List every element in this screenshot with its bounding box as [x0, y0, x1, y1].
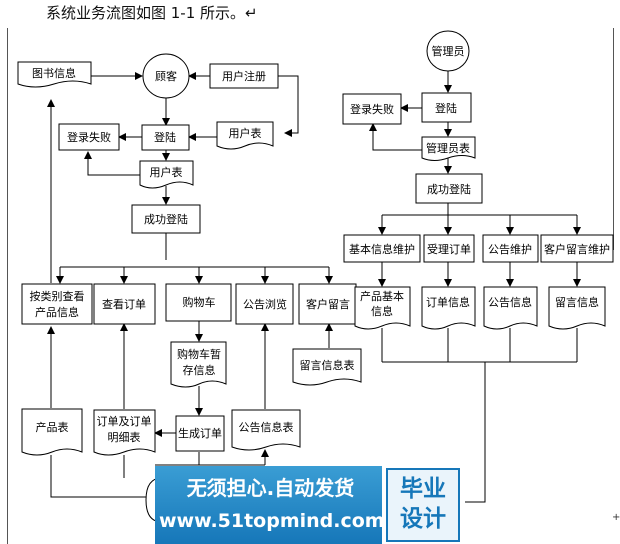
svg-text:订单及订单: 订单及订单: [97, 415, 152, 428]
box-notice-maintain: 公告维护: [482, 234, 539, 263]
svg-text:留言信息表: 留言信息表: [300, 358, 355, 372]
box-view-orders: 查看订单: [93, 283, 156, 325]
watermark-left-panel: 无须担心.自动发货 www.51topmind.com: [155, 466, 385, 544]
box-login-right: 登陆: [421, 92, 472, 123]
box-basic-info-maintain: 基本信息维护: [343, 234, 421, 263]
right-border-line: [613, 28, 614, 250]
svg-text:留言信息: 留言信息: [555, 295, 599, 309]
svg-text:登陆: 登陆: [435, 101, 457, 115]
doc-notice-info-table: 公告信息表: [231, 409, 301, 451]
doc-product-table: 产品表: [21, 408, 83, 456]
doc-admin-table: 管理员表: [421, 136, 476, 161]
watermark-banner: 无须担心.自动发货 www.51topmind.com 毕业设计: [155, 466, 462, 544]
svg-text:客户留言维护: 客户留言维护: [544, 242, 610, 256]
svg-text:生成订单: 生成订单: [178, 426, 222, 440]
box-notice-browse: 公告浏览: [235, 283, 294, 325]
svg-text:受理订单: 受理订单: [427, 243, 471, 256]
doc-cart-stored-info: 购物车暂 存信息: [170, 341, 227, 388]
svg-text:顾客: 顾客: [155, 69, 177, 83]
plus-mark: +: [612, 512, 620, 523]
box-user-register: 用户注册: [209, 63, 279, 89]
doc-user-table-right: 用户表: [216, 121, 274, 150]
doc-message-info-table: 留言信息表: [292, 348, 362, 386]
doc-order-detail-table: 订单及订单 明细表: [93, 409, 156, 456]
svg-text:公告维护: 公告维护: [488, 242, 532, 256]
svg-text:公告浏览: 公告浏览: [243, 297, 287, 311]
svg-text:订单信息: 订单信息: [426, 295, 470, 309]
svg-text:管理员表: 管理员表: [426, 141, 470, 155]
doc-notice-info: 公告信息: [483, 286, 538, 330]
doc-order-info: 订单信息: [421, 286, 476, 330]
box-accept-orders: 受理订单: [423, 234, 475, 263]
svg-text:成功登陆: 成功登陆: [144, 212, 188, 226]
svg-text:管理员: 管理员: [432, 44, 465, 58]
box-login-success-right: 成功登陆: [415, 173, 483, 204]
box-shopping-cart: 购物车: [165, 283, 232, 322]
svg-text:用户表: 用户表: [229, 126, 262, 140]
box-customer-message: 客户留言: [298, 283, 357, 325]
doc-product-basic-info: 产品基本 信息: [354, 286, 411, 330]
svg-text:登陆: 登陆: [154, 130, 176, 144]
connectors: [47, 71, 581, 503]
svg-text:按类别查看: 按类别查看: [30, 289, 85, 303]
svg-text:产品基本: 产品基本: [360, 289, 404, 303]
svg-text:用户注册: 用户注册: [222, 69, 266, 83]
doc-user-table-mid: 用户表: [139, 160, 194, 189]
box-generate-order: 生成订单: [175, 415, 225, 452]
svg-text:图书信息: 图书信息: [32, 66, 76, 80]
box-login-success-left: 成功登陆: [131, 204, 201, 234]
svg-text:产品信息: 产品信息: [35, 305, 79, 319]
watermark-badge-text: 毕业设计: [400, 476, 446, 532]
svg-text:基本信息维护: 基本信息维护: [349, 242, 415, 256]
svg-text:购物车: 购物车: [183, 295, 216, 309]
svg-text:公告信息: 公告信息: [488, 295, 532, 309]
caption: 系统业务流图如图 1-1 所示。↵: [46, 4, 258, 22]
svg-text:产品表: 产品表: [36, 420, 69, 434]
doc-book-info: 图书信息: [17, 61, 92, 88]
svg-text:存信息: 存信息: [183, 363, 216, 377]
svg-text:用户表: 用户表: [150, 165, 183, 179]
svg-text:查看订单: 查看订单: [102, 297, 146, 311]
svg-text:登录失败: 登录失败: [350, 102, 394, 116]
node-admin: 管理员: [426, 30, 470, 72]
doc-message-info: 留言信息: [548, 286, 606, 330]
box-login-left: 登陆: [141, 124, 190, 151]
watermark-badge: 毕业设计: [386, 468, 460, 542]
svg-text:信息: 信息: [371, 304, 393, 318]
watermark-url: www.51topmind.com: [159, 510, 385, 532]
svg-text:登录失败: 登录失败: [67, 130, 111, 144]
svg-text:成功登陆: 成功登陆: [427, 182, 471, 196]
watermark-slogan: 无须担心.自动发货: [186, 476, 355, 500]
svg-text:客户留言: 客户留言: [306, 297, 350, 311]
svg-text:明细表: 明细表: [108, 430, 141, 444]
left-border-line: [7, 28, 8, 544]
svg-text:公告信息表: 公告信息表: [239, 420, 294, 434]
svg-text:购物车暂: 购物车暂: [177, 347, 221, 361]
box-browse-by-category: 按类别查看 产品信息: [21, 283, 93, 325]
node-customer: 顾客: [142, 53, 190, 99]
box-login-fail-left: 登录失败: [58, 123, 120, 151]
box-login-fail-right: 登录失败: [342, 93, 402, 125]
box-customer-message-maintain: 客户留言维护: [540, 234, 614, 263]
